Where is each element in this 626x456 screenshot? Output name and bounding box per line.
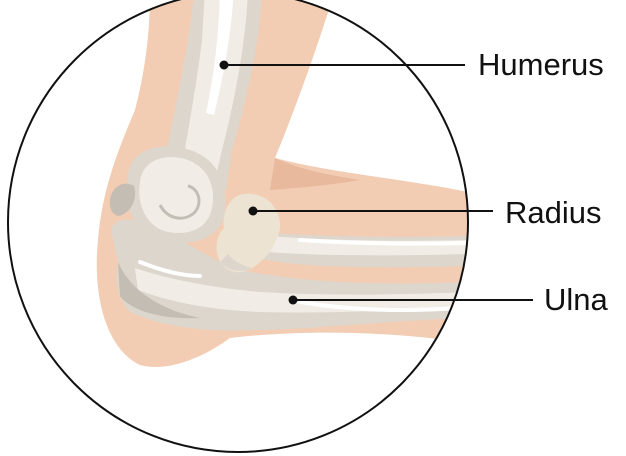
illustration-group bbox=[97, 0, 480, 367]
ulna-label: Ulna bbox=[544, 284, 608, 315]
humerus-label: Humerus bbox=[478, 49, 604, 80]
humerus-leader-dot bbox=[220, 61, 229, 70]
radius-leader-dot bbox=[249, 207, 258, 216]
ulna-leader-dot bbox=[289, 296, 298, 305]
radius-label: Radius bbox=[505, 197, 602, 228]
